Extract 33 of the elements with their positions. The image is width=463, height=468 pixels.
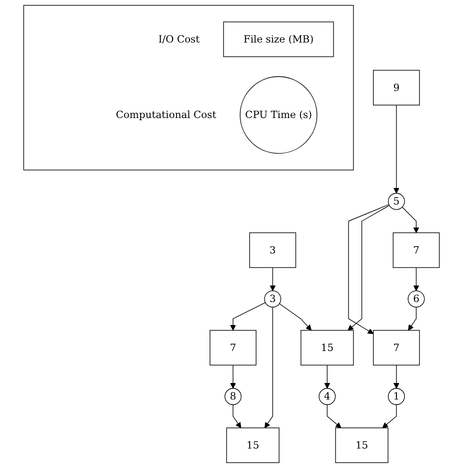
- node-circle: CPU Time (s): [240, 76, 318, 154]
- node-box: 7: [392, 232, 440, 268]
- node-circle: 6: [408, 290, 425, 308]
- node-box: 15: [335, 428, 388, 464]
- node-box: 7: [210, 330, 256, 366]
- node-label: I/O Cost: [158, 33, 200, 46]
- node-box: 3: [249, 232, 296, 268]
- arrow: [393, 364, 400, 389]
- node-box: 15: [226, 428, 280, 464]
- node-box: 7: [373, 330, 420, 366]
- arrow: [402, 206, 420, 234]
- arrow: [408, 306, 417, 331]
- node-box: File size (MB): [223, 22, 334, 58]
- arrow: [230, 302, 266, 331]
- arrow: [232, 404, 242, 428]
- node-circle: 8: [224, 388, 242, 405]
- arrow: [264, 306, 274, 428]
- arrow: [382, 404, 397, 428]
- cluster: [23, 4, 354, 170]
- arrow: [324, 364, 330, 389]
- node-circle: 3: [264, 290, 282, 308]
- node-box: 15: [300, 330, 354, 366]
- arrow: [279, 303, 312, 331]
- node-circle: 4: [318, 388, 336, 405]
- node-circle: 1: [388, 388, 405, 405]
- node-circle: 5: [388, 192, 405, 210]
- node-box: 9: [373, 70, 420, 106]
- arrow: [393, 104, 400, 194]
- arrow: [270, 267, 276, 292]
- arrow: [326, 404, 342, 428]
- node-label: Computational Cost: [116, 108, 216, 121]
- arrow: [413, 267, 420, 292]
- arrow: [230, 364, 236, 389]
